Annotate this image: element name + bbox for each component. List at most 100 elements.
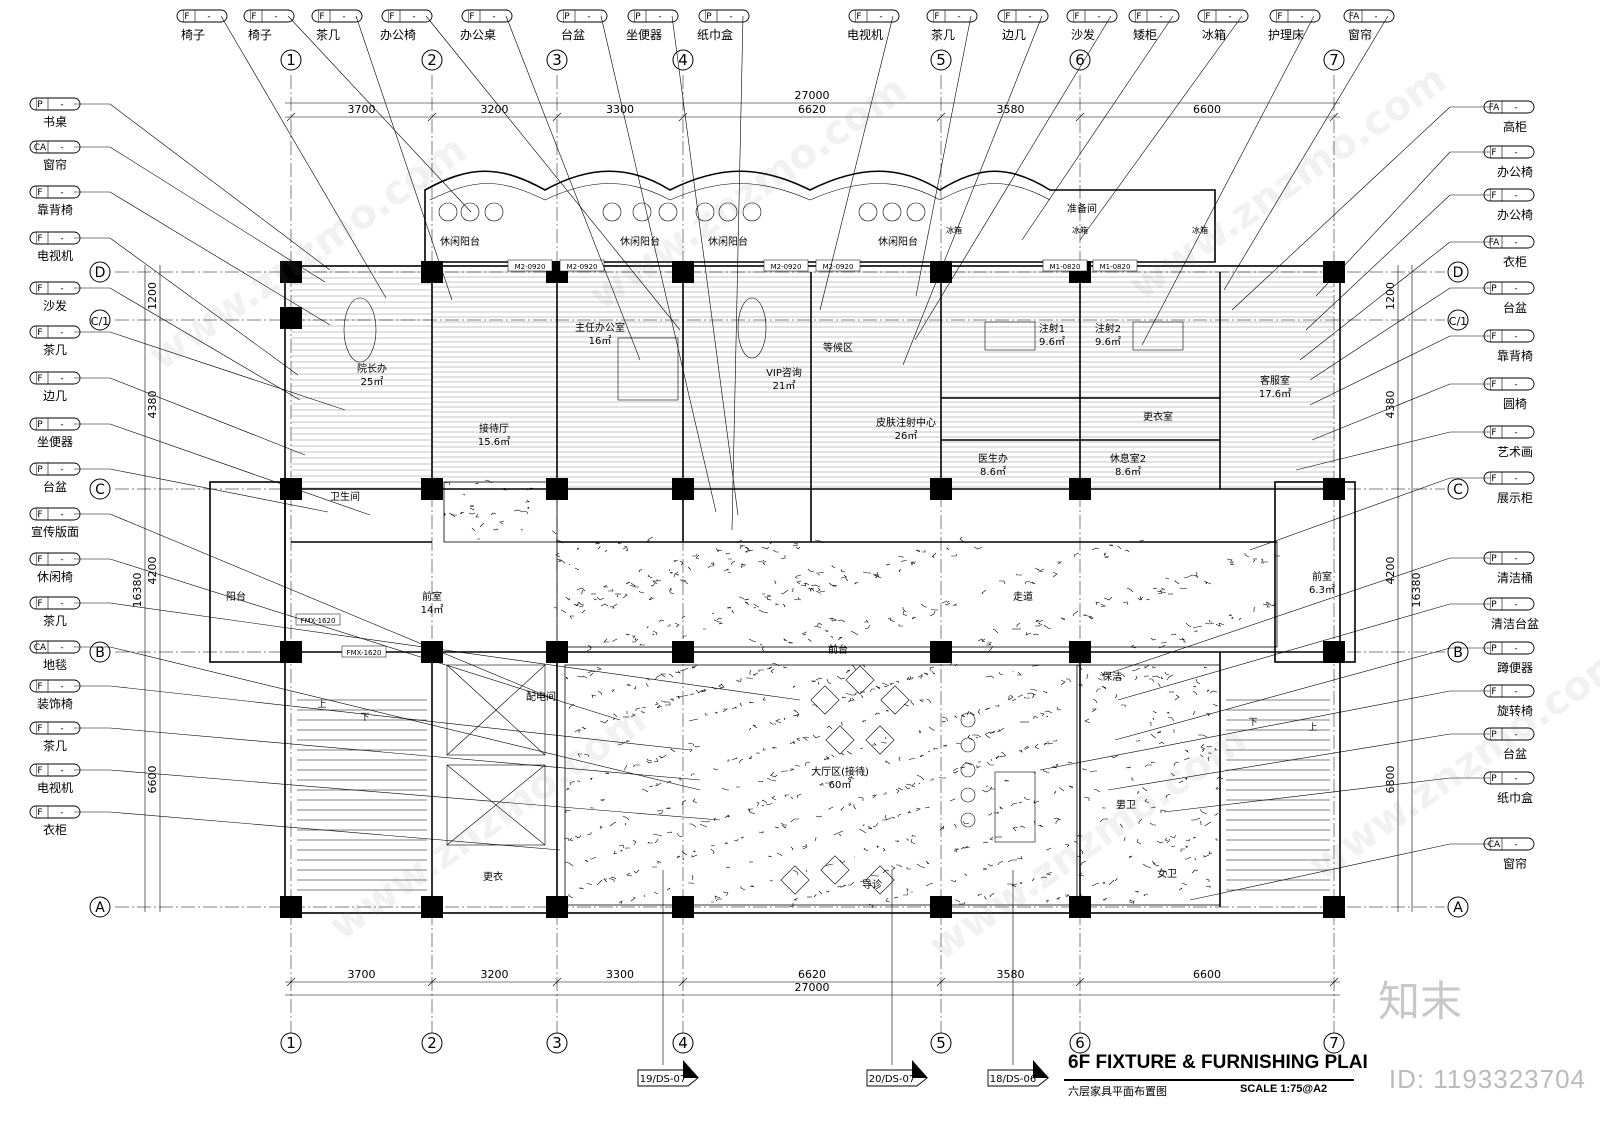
furniture-tag: P-纸巾盒 xyxy=(697,9,750,42)
tag-code: F xyxy=(37,234,42,244)
section-label: 19/DS-07 xyxy=(640,1074,686,1085)
leader-line xyxy=(109,685,691,751)
tag-dash: - xyxy=(60,420,63,430)
tag-code: F xyxy=(184,12,189,22)
tag-label: 书桌 xyxy=(43,115,67,129)
grid-label-2: 2 xyxy=(427,51,437,69)
dim-segment: 3300 xyxy=(606,968,634,981)
furniture-tag: F-休闲椅 xyxy=(29,552,81,584)
room-area: 6.3㎡ xyxy=(1309,584,1335,596)
grid-bubble xyxy=(421,1032,443,1054)
drawing-title: 6F FIXTURE & FURNISHING PLAI xyxy=(1068,1052,1368,1073)
leader-line xyxy=(1305,194,1451,331)
watermark-logo: 知末 xyxy=(1378,977,1463,1026)
tag-label: 靠背椅 xyxy=(1497,349,1533,363)
leader-line xyxy=(671,15,739,516)
tag-code: F xyxy=(37,510,42,520)
tag-code: F xyxy=(251,12,256,22)
tag-code: F xyxy=(37,188,42,198)
grid-bubble xyxy=(1447,478,1469,500)
tag-code: P xyxy=(1491,644,1497,654)
section-label: 20/DS-07 xyxy=(869,1074,915,1085)
furniture-tag: F-椅子 xyxy=(243,9,295,42)
structural-column xyxy=(930,478,952,500)
furniture-tag: F-冰箱 xyxy=(1197,9,1249,42)
tag-dash: - xyxy=(1514,687,1517,697)
door-tag: M2-0920 xyxy=(823,263,854,271)
door-tag-box xyxy=(295,613,341,626)
leader-line xyxy=(109,769,721,821)
leader-line xyxy=(109,191,331,326)
room-label: 保洁 xyxy=(1102,670,1122,683)
lounge-chair-icon xyxy=(845,665,875,695)
dim-segment: 6620 xyxy=(798,103,826,116)
tag-dash: - xyxy=(342,12,345,22)
tag-dash: - xyxy=(1514,554,1517,564)
office-desk-icon xyxy=(617,337,679,401)
door-tag: M2-0920 xyxy=(771,263,802,271)
tag-label: 靠背椅 xyxy=(37,203,73,217)
furniture-tag: P-清洁台盆 xyxy=(1483,597,1539,631)
tag-dash: - xyxy=(1514,332,1517,342)
lounge-chair-icon xyxy=(780,865,810,895)
furniture-tag: CA-窗帘 xyxy=(1483,837,1535,871)
room-area: 9.6㎡ xyxy=(1039,336,1065,348)
leader-line xyxy=(1223,15,1389,291)
leader-line xyxy=(109,287,301,401)
walls xyxy=(209,170,1356,914)
tag-label: 茶几 xyxy=(316,27,340,42)
grid-bubble xyxy=(1447,261,1469,283)
furniture-tag: F-办公椅 xyxy=(1483,145,1535,179)
structural-column xyxy=(672,478,694,500)
furniture-tag: P-台盆 xyxy=(1483,281,1535,315)
room-label: 配电间 xyxy=(526,690,556,703)
tag-code: F xyxy=(37,328,42,338)
structural-column xyxy=(1323,641,1345,663)
door-tag: M2-0920 xyxy=(567,263,598,271)
furniture-tag: F-电视机 xyxy=(847,9,900,42)
dim-segment: 6600 xyxy=(1193,968,1221,981)
door-tag: M2-0920 xyxy=(515,263,546,271)
tag-label: 办公椅 xyxy=(380,27,416,42)
tag-dash: - xyxy=(60,100,63,110)
grid-label-A: A xyxy=(95,900,105,916)
dim-left-segment: 6600 xyxy=(146,766,159,794)
room-label: 前室 xyxy=(1312,570,1332,583)
leader-line xyxy=(1103,557,1451,676)
tag-code: F xyxy=(1491,428,1496,438)
grid-bubble xyxy=(1323,49,1345,71)
furniture-tag: F-靠背椅 xyxy=(29,185,81,217)
room-label: 前台 xyxy=(828,643,848,656)
room-area: 60㎡ xyxy=(829,779,852,791)
grid-bubble xyxy=(280,49,302,71)
tag-dash: - xyxy=(879,12,882,22)
structural-column xyxy=(1069,478,1091,500)
grid-bubble xyxy=(1323,1032,1345,1054)
tag-dash: - xyxy=(60,766,63,776)
tag-label: 电视机 xyxy=(37,780,73,795)
bar-stool-icon xyxy=(960,762,976,778)
leader-line xyxy=(1163,777,1451,813)
tag-code: P xyxy=(37,420,43,430)
tag-label: 办公桌 xyxy=(460,27,496,42)
leader-line xyxy=(109,811,561,851)
chair-icon xyxy=(658,202,678,222)
structural-column xyxy=(546,896,568,918)
chair-icon xyxy=(484,202,504,222)
tag-code: F xyxy=(1491,687,1496,697)
tag-code: F xyxy=(319,12,324,22)
leader-line xyxy=(109,602,801,701)
tag-code: FA xyxy=(1489,238,1500,248)
tag-label: 茶几 xyxy=(43,613,67,628)
tag-dash: - xyxy=(60,555,63,565)
tag-dash: - xyxy=(60,724,63,734)
leader-line xyxy=(1295,431,1451,471)
door-tag: FMX-1620 xyxy=(347,649,382,657)
furniture-tag: F-茶几 xyxy=(29,325,81,357)
leader-line xyxy=(1107,733,1451,791)
room-label: 女卫 xyxy=(1157,867,1177,880)
dim-segment: 3700 xyxy=(348,103,376,116)
room-label: 等候区 xyxy=(823,341,853,354)
tag-code: CA xyxy=(1488,840,1501,850)
tag-dash: - xyxy=(60,599,63,609)
